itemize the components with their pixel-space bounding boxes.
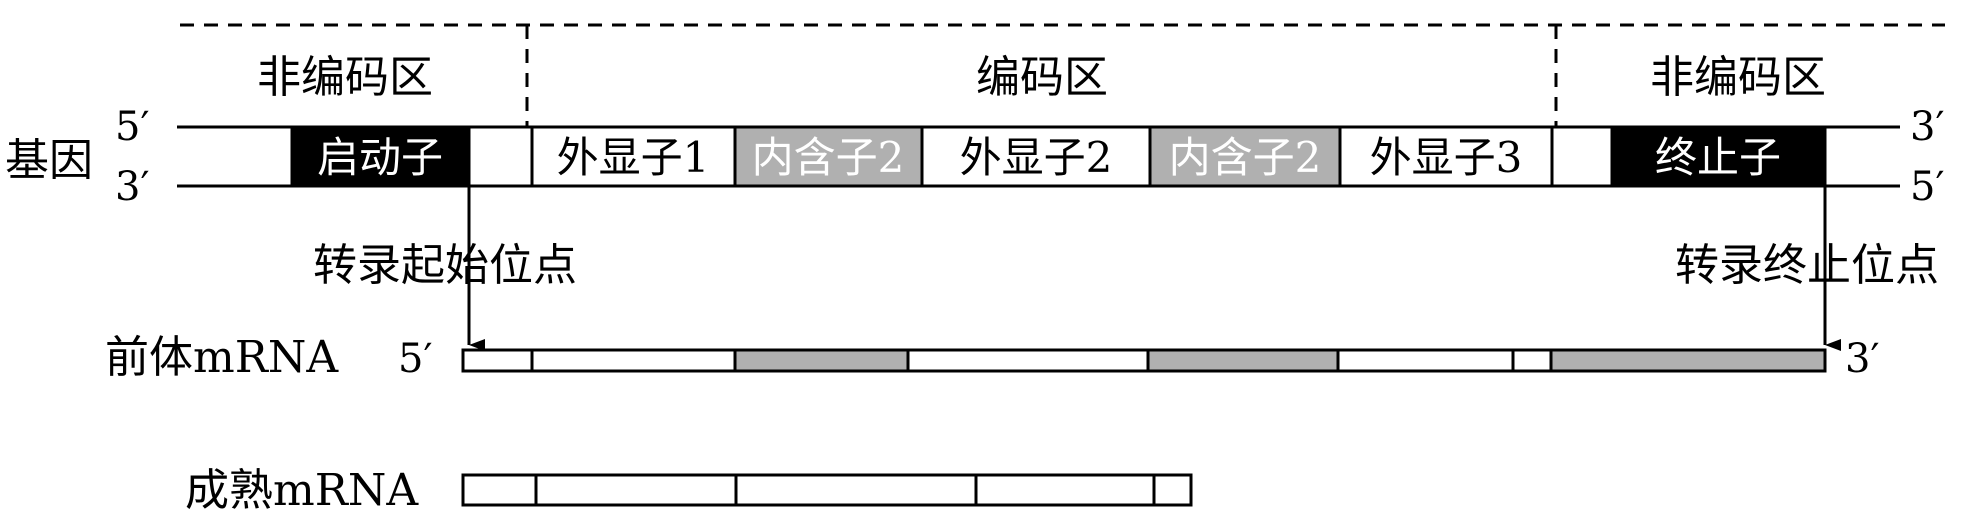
pre-mrna-segment-trailer bbox=[1511, 348, 1553, 373]
region-label-right-noncoding: 非编码区 bbox=[1650, 52, 1826, 103]
gene-label: 基因 bbox=[5, 135, 93, 186]
mature-mrna-segment-exon1 bbox=[534, 473, 738, 507]
exon1-box bbox=[530, 125, 737, 188]
exon1-label: 外显子1 bbox=[557, 133, 710, 182]
pre-mrna-segment-exon1 bbox=[530, 348, 737, 373]
mature-mrna-segment-exon2 bbox=[734, 473, 978, 507]
promoter-label: 启动子 bbox=[317, 133, 443, 182]
pre-mrna-segment-intron2 bbox=[1146, 348, 1340, 373]
transcription-start-box bbox=[467, 125, 534, 188]
mature-mrna-label: 成熟mRNA bbox=[185, 465, 419, 516]
exon2-label: 外显子2 bbox=[960, 133, 1113, 182]
transcription-end-site-label: 转录终止位点 bbox=[1675, 240, 1939, 291]
transcription-start-site-label: 转录起始位点 bbox=[313, 240, 577, 291]
pre-mrna-left-end: 5′ bbox=[398, 336, 433, 382]
gene-top-left-end: 5′ bbox=[115, 104, 150, 150]
terminator-label: 终止子 bbox=[1655, 133, 1781, 182]
mature-mrna-segment-leader bbox=[461, 473, 538, 507]
post-exon-box bbox=[1550, 125, 1614, 188]
exon3-label: 外显子3 bbox=[1370, 133, 1523, 182]
pre-mrna-segment-exon3 bbox=[1336, 348, 1515, 373]
pre-mrna-label: 前体mRNA bbox=[105, 332, 339, 383]
pre-mrna-segment-exon2 bbox=[906, 348, 1150, 373]
pre-mrna-segment-leader bbox=[461, 348, 534, 373]
mature-mrna-segment-trailer bbox=[1152, 473, 1193, 507]
terminator-box bbox=[1610, 125, 1827, 188]
intron1-label: 内含子2 bbox=[752, 133, 905, 182]
gene-top-right-end: 3′ bbox=[1910, 104, 1945, 150]
pre-mrna-segment-noncoding-tail bbox=[1549, 348, 1827, 373]
pre-mrna-segment-intron1 bbox=[733, 348, 910, 373]
gene-bottom-left-end: 3′ bbox=[115, 164, 150, 210]
intron1-box bbox=[733, 125, 924, 188]
pre-mrna-strip bbox=[461, 348, 1827, 373]
promoter-box bbox=[290, 125, 471, 188]
mature-mrna-strip bbox=[461, 473, 1193, 507]
gene-bottom-right-end: 5′ bbox=[1910, 164, 1945, 210]
region-label-left-noncoding: 非编码区 bbox=[257, 52, 433, 103]
pre-mrna-right-end: 3′ bbox=[1845, 336, 1880, 382]
region-label-coding: 编码区 bbox=[976, 52, 1108, 103]
exon2-box bbox=[920, 125, 1152, 188]
intron2-label: 内含子2 bbox=[1169, 133, 1322, 182]
mature-mrna-segment-exon3 bbox=[974, 473, 1156, 507]
exon3-box bbox=[1338, 125, 1554, 188]
